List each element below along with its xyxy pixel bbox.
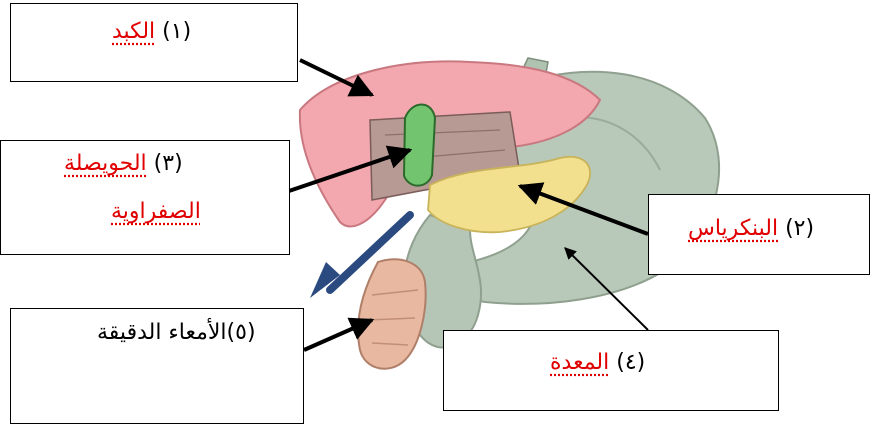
label-liver-name: الكبد <box>112 19 156 44</box>
label-gallbladder-number: (٣) <box>153 151 183 176</box>
label-gallbladder-name-1: الحويصلة <box>64 151 147 176</box>
gallbladder-shape <box>402 103 437 187</box>
pancreas-shape <box>427 155 591 234</box>
label-pancreas-name: البنكرياس <box>688 216 779 241</box>
label-gallbladder-line1: (٣) الحويصلة <box>64 149 183 179</box>
label-box-stomach <box>443 330 779 411</box>
label-box-gallbladder <box>0 140 290 255</box>
label-stomach-number: (٤) <box>616 350 646 375</box>
small-intestine-shape <box>357 258 427 370</box>
arrow-gallbladder <box>285 145 413 194</box>
arrow-pancreas <box>517 182 649 236</box>
bile-duct <box>326 211 414 294</box>
arrow-stomach <box>564 247 649 331</box>
small-intestine-folds <box>367 289 419 346</box>
label-liver-number: (١) <box>162 19 192 44</box>
label-box-small-intestine <box>10 308 304 424</box>
label-pancreas-number: (٢) <box>785 216 815 241</box>
label-small-intestine-number: (٥) <box>226 320 256 345</box>
label-gallbladder-line2: الصفراوية <box>111 197 201 227</box>
label-box-liver <box>10 3 298 82</box>
bile-duct-tip <box>310 262 340 298</box>
arrow-liver <box>299 58 375 97</box>
label-liver: (١) الكبد <box>112 17 191 47</box>
arrow-small-intestine <box>303 317 375 352</box>
label-gallbladder-name-2: الصفراوية <box>111 199 201 224</box>
label-box-pancreas <box>648 194 870 275</box>
label-pancreas: (٢) البنكرياس <box>688 214 814 244</box>
label-small-intestine: (٥)الأمعاء الدقيقة <box>97 318 256 348</box>
label-stomach: (٤) المعدة <box>550 348 645 378</box>
label-stomach-name: المعدة <box>550 350 610 375</box>
label-small-intestine-name: الأمعاء الدقيقة <box>97 320 227 345</box>
